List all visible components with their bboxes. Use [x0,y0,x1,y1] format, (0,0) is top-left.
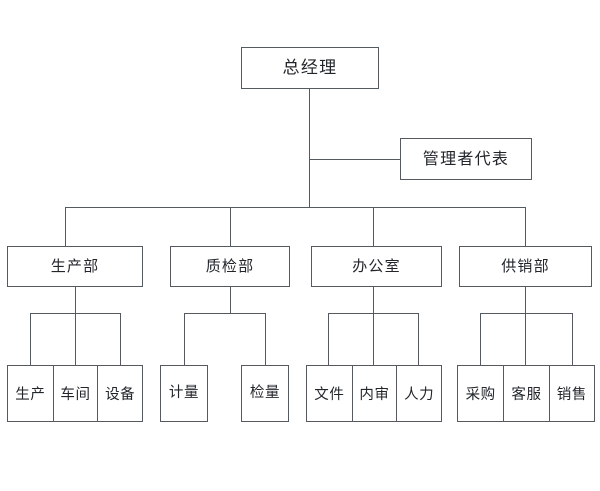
connector-drop-supply-2 [525,313,526,365]
node-general-manager[interactable]: 总经理 [241,47,379,89]
connector-drop-production [65,207,66,246]
connector-drop-quality-2 [265,313,266,365]
node-production-unit[interactable]: 生产 [15,387,46,403]
node-inspection-unit[interactable]: 检量 [241,365,289,422]
node-documents-unit[interactable]: 文件 [314,387,345,403]
connector-drop-supply-1 [480,313,481,365]
node-equipment-unit[interactable]: 设备 [97,366,142,421]
connector-department-bus [65,207,526,208]
connector-quality-bus [184,313,266,314]
connector-root-trunk [309,89,310,208]
connector-drop-office [373,207,374,246]
leafgroup-office: 文件 内审 人力 [306,365,442,422]
connector-drop-supply-3 [572,313,573,365]
connector-drop-production-2 [75,313,76,365]
node-customer-service-unit[interactable]: 客服 [503,366,548,421]
connector-office-stem [373,287,374,313]
node-supply-department[interactable]: 供销部 [459,246,592,287]
connector-supply-bus [480,313,573,314]
connector-drop-supply [525,207,526,246]
node-production-department[interactable]: 生产部 [7,246,143,287]
leafgroup-supply: 采购 客服 销售 [457,365,595,422]
connector-quality-stem [230,287,231,313]
connector-drop-production-1 [30,313,31,365]
leafgroup-production: 生产 车间 设备 [7,365,143,422]
connector-drop-quality [230,207,231,246]
connector-staff-branch [309,159,400,160]
node-quality-department[interactable]: 质检部 [170,246,290,287]
connector-production-stem [75,287,76,313]
connector-drop-production-3 [120,313,121,365]
node-workshop-unit[interactable]: 车间 [52,366,98,421]
node-management-representative[interactable]: 管理者代表 [400,138,532,180]
node-human-resources-unit[interactable]: 人力 [396,366,441,421]
connector-supply-stem [525,287,526,313]
node-metrology-unit[interactable]: 计量 [160,365,208,422]
node-internal-audit-unit[interactable]: 内审 [351,366,397,421]
node-office-department[interactable]: 办公室 [311,246,442,287]
connector-drop-office-3 [418,313,419,365]
node-sales-unit[interactable]: 销售 [548,366,594,421]
connector-drop-office-1 [328,313,329,365]
connector-drop-quality-1 [184,313,185,365]
node-purchasing-unit[interactable]: 采购 [465,387,496,403]
connector-drop-office-2 [373,313,374,365]
